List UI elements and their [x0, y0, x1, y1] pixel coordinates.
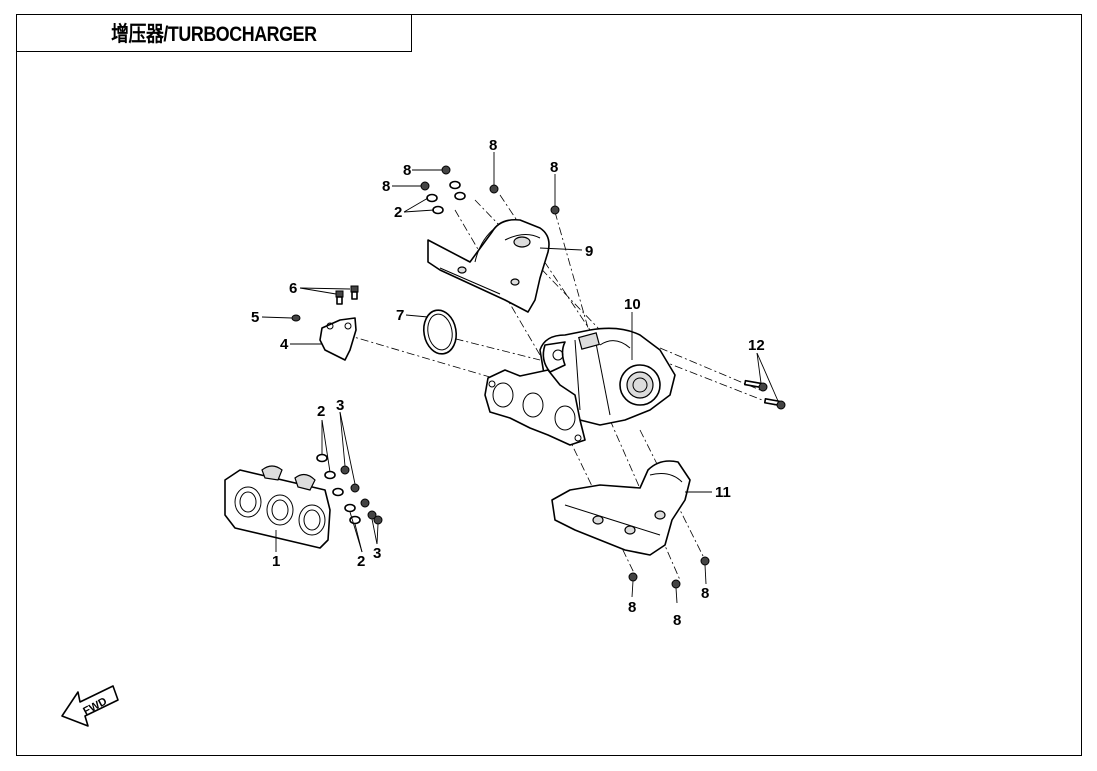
callout-3a: 3	[336, 397, 344, 414]
callout-7: 7	[396, 307, 404, 324]
drawing-frame	[16, 14, 1082, 756]
title-block: 增压器/TURBOCHARGER	[16, 14, 412, 52]
callout-9: 9	[585, 243, 593, 260]
callout-8g: 8	[701, 585, 709, 602]
part-9-heat-shield	[427, 218, 550, 313]
callout-4: 4	[280, 336, 289, 353]
callout-8d: 8	[550, 159, 558, 176]
page-title: 增压器/TURBOCHARGER	[111, 23, 317, 46]
callout-8f: 8	[673, 612, 681, 629]
callout-12: 12	[748, 337, 765, 354]
leader-lines	[261, 152, 779, 604]
turbo-manifold-flange	[484, 369, 586, 446]
callout-2b: 2	[317, 403, 325, 420]
callout-8c: 8	[489, 137, 497, 154]
callout-11: 11	[715, 484, 731, 501]
callout-6: 6	[289, 280, 297, 297]
callout-5: 5	[251, 309, 259, 326]
part-11-lower-heat-shield	[551, 460, 691, 556]
callout-2c: 2	[357, 553, 365, 570]
part-7-gasket-ring	[422, 309, 458, 355]
callout-8b: 8	[382, 178, 390, 195]
callout-8e: 8	[628, 599, 636, 616]
part-4-bracket	[319, 317, 357, 361]
callout-8a: 8	[403, 162, 411, 179]
callout-3b: 3	[373, 545, 381, 562]
fwd-arrow-icon: FWD	[61, 685, 119, 727]
callout-labels: 8 8 2 8 8 9 6 5 7 4 10 12 11 2 3 2 3 1 8…	[251, 137, 765, 629]
callout-1: 1	[272, 553, 280, 570]
part-1-exhaust-manifold	[224, 465, 331, 549]
callout-2a: 2	[394, 204, 402, 221]
callout-10: 10	[624, 296, 641, 313]
